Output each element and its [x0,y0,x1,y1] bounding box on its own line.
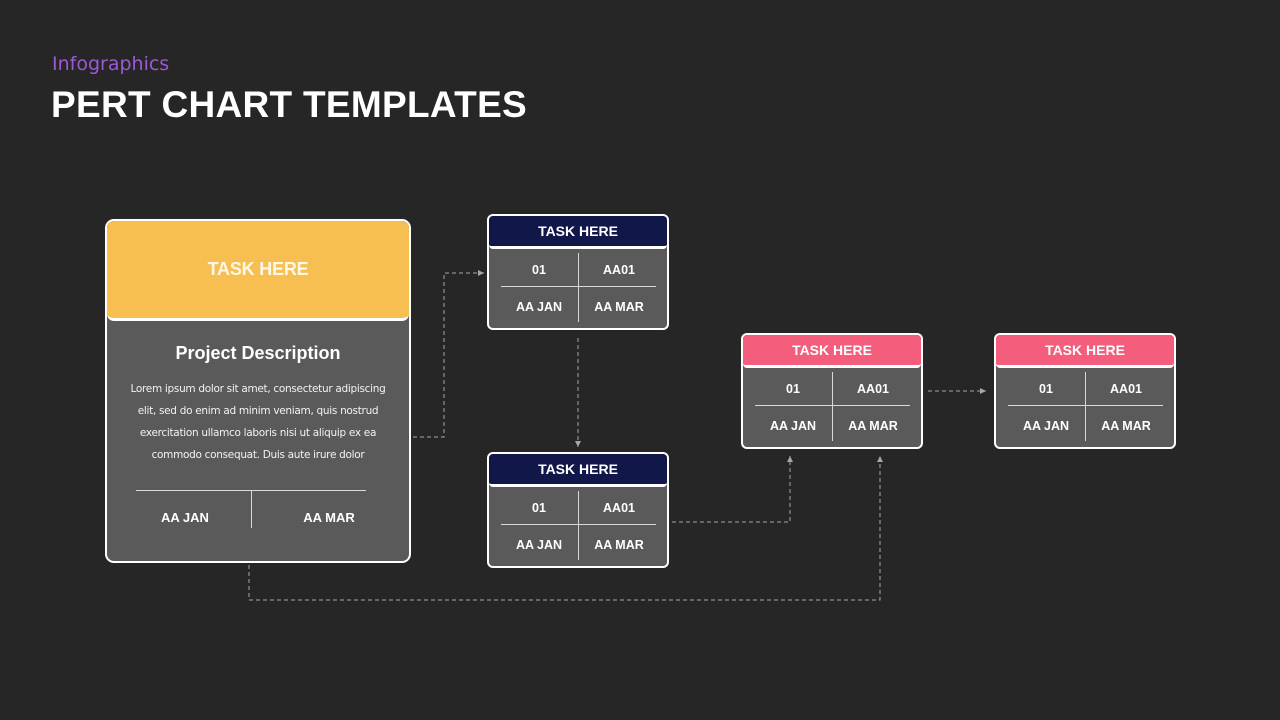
task-number: 01 [1039,382,1053,396]
task-number: 01 [786,382,800,396]
divider [251,490,252,528]
task-card-1: TASK HERE 01 AA01 AA JAN AA MAR [487,214,669,330]
task-code: AA01 [603,501,635,515]
connector-main-to-task1 [413,270,484,438]
task-end: AA MAR [594,538,644,552]
task-header: TASK HERE [489,216,667,249]
task-start: AA JAN [1022,419,1070,433]
divider [578,491,579,560]
task-card-3: TASK HERE 01 AA01 AA JAN AA MAR [741,333,923,449]
divider [832,372,833,441]
task-number: 01 [532,263,546,277]
task-card-4: TASK HERE 01 AA01 AA JAN AA MAR [994,333,1176,449]
task-start: AA JAN [769,419,817,433]
connector-main-to-task3 [248,456,883,601]
end-date: AA MAR [303,510,355,525]
task-start: AA JAN [515,300,563,314]
task-header: TASK HERE [743,335,921,368]
divider [501,286,656,287]
task-end: AA MAR [1101,419,1151,433]
divider [501,524,656,525]
task-card-2: TASK HERE 01 AA01 AA JAN AA MAR [487,452,669,568]
connector-task2-to-task3 [672,456,793,523]
task-header: TASK HERE [996,335,1174,368]
project-description-card: TASK HERE Project Description Lorem ipsu… [105,219,411,563]
section-subtitle: Infographics [52,53,170,75]
divider [755,405,910,406]
task-end: AA MAR [848,419,898,433]
task-start: AA JAN [515,538,563,552]
description-title: Project Description [175,343,341,363]
divider [1085,372,1086,441]
description-body: Lorem ipsum dolor sit amet, consectetur … [130,383,386,461]
main-task-header: TASK HERE [107,221,409,321]
task-number: 01 [532,501,546,515]
page-title: PERT CHART TEMPLATES [51,84,528,125]
task-code: AA01 [603,263,635,277]
task-code: AA01 [1110,382,1142,396]
task-code: AA01 [857,382,889,396]
divider [1008,405,1163,406]
start-date: AA JAN [161,510,209,525]
task-header: TASK HERE [489,454,667,487]
divider [578,253,579,322]
task-end: AA MAR [594,300,644,314]
